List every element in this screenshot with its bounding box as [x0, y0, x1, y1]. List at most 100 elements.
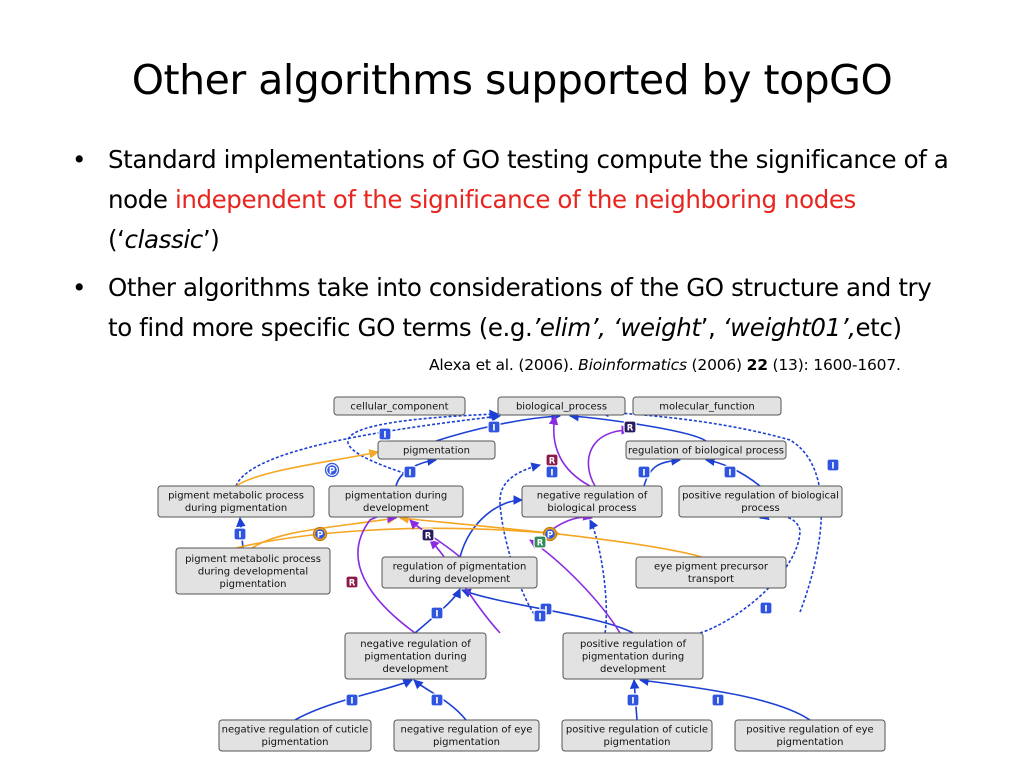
svg-text:I: I	[538, 612, 541, 622]
badge-independent: I	[711, 693, 725, 707]
go-term-label: positive regulation of biological	[682, 491, 839, 502]
edge-pospig-posbio	[699, 510, 801, 634]
go-term-label: eye pigment precursor	[654, 562, 769, 573]
bullet-list: • Standard implementations of GO testing…	[72, 140, 962, 348]
badge-independent: I	[430, 606, 444, 620]
badge-independent: I	[233, 527, 247, 541]
go-term-box	[175, 547, 331, 595]
slide-title: Other algorithms supported by topGO	[131, 56, 893, 104]
svg-text:I: I	[728, 468, 731, 478]
badge-independent: I	[430, 693, 444, 707]
go-term-label: development	[363, 503, 429, 514]
go-term-label: pigmentation	[403, 445, 470, 456]
go-term-box	[497, 396, 626, 416]
method-elim: elim	[539, 313, 591, 342]
go-term-label: molecular_function	[659, 401, 755, 412]
go-term-box	[521, 485, 663, 518]
badge-parent: P	[542, 526, 558, 542]
badge-regulation: R	[345, 575, 359, 589]
go-term-label: regulation of biological process	[628, 445, 784, 456]
go-term-label: cellular_component	[350, 401, 448, 412]
go-term-label: pigmentation	[220, 579, 287, 590]
bullet-2-quote-open: ’	[532, 313, 540, 342]
go-term-box	[377, 440, 496, 460]
edge-negbio-bp	[548, 415, 591, 487]
method-classic: classic	[124, 225, 204, 254]
go-term-label: pigmentation	[604, 737, 671, 748]
bullet-2-text: Other algorithms take into consideration…	[108, 273, 932, 342]
badge-independent: I	[637, 465, 651, 479]
citation-pages: (13): 1600-1607.	[767, 356, 901, 374]
svg-text:P: P	[547, 530, 553, 540]
badge-independent: I	[533, 609, 547, 623]
bullet-1-highlight: independent of the significance of the n…	[174, 185, 856, 214]
edge-pospig-negbio	[589, 519, 608, 634]
go-term-label: pigmentation during	[582, 651, 684, 662]
go-term-node-pos-cuticle: positive regulation of cuticlepigmentati…	[561, 719, 713, 752]
go-term-label: negative regulation of cuticle	[222, 725, 369, 736]
go-term-label: pigment metabolic process	[185, 554, 321, 565]
go-term-label: pigmentation	[433, 737, 500, 748]
go-term-node-cellular-component: cellular_component	[333, 396, 466, 416]
method-weight: weight	[620, 313, 701, 342]
edge-regbio-bp	[569, 411, 707, 442]
go-term-label: pigmentation during	[345, 491, 447, 502]
badge-parent: P	[312, 526, 328, 542]
svg-text:I: I	[831, 461, 834, 471]
citation-volume: 22	[746, 356, 768, 374]
badge-independent: I	[759, 601, 773, 615]
go-term-label: positive regulation of	[580, 639, 686, 650]
edge-negbio-regbio	[643, 456, 681, 487]
svg-text:I: I	[435, 609, 438, 619]
bullet-1-text: Standard implementations of GO testing c…	[108, 145, 949, 214]
go-term-box	[333, 396, 466, 416]
citation-authors: Alexa et al. (2006).	[429, 356, 579, 374]
node-layer: cellular_component biological_process mole…	[157, 396, 886, 752]
edge-negpig-negbio	[499, 462, 541, 623]
bullet-2-sep-2: ’,	[700, 313, 723, 342]
go-term-node-biological-process: biological_process	[497, 396, 626, 416]
svg-text:I: I	[383, 430, 386, 440]
go-term-node-pigmentation: pigmentation	[377, 440, 496, 460]
svg-text:I: I	[550, 468, 553, 478]
go-term-label: biological process	[547, 503, 636, 514]
badge-independent: I	[378, 427, 392, 441]
svg-text:R: R	[349, 578, 356, 588]
go-term-label: negative regulation of eye	[401, 725, 533, 736]
badge-independent: I	[403, 465, 417, 479]
edge-poseye-pospig	[639, 676, 811, 721]
go-term-label: pigmentation	[262, 737, 329, 748]
svg-text:I: I	[716, 696, 719, 706]
go-term-label: negative regulation of	[537, 491, 648, 502]
go-term-label: positive regulation of eye	[746, 725, 873, 736]
svg-text:I: I	[408, 468, 411, 478]
go-term-label: positive regulation of cuticle	[566, 725, 708, 736]
badge-regulation: R	[421, 528, 435, 542]
go-term-label: biological_process	[516, 401, 607, 412]
badge-regulation: R	[545, 453, 559, 467]
svg-text:R: R	[627, 423, 634, 433]
svg-text:I: I	[764, 604, 767, 614]
badge-independent: I	[545, 465, 559, 479]
go-term-label: during pigmentation	[185, 503, 287, 514]
svg-text:I: I	[435, 696, 438, 706]
go-term-box	[157, 485, 315, 518]
go-term-label: development	[600, 664, 666, 675]
bullet-symbol: •	[72, 273, 87, 302]
go-term-label: pigmentation during	[364, 651, 466, 662]
go-term-box	[328, 485, 464, 518]
badge-independent: I	[626, 693, 640, 707]
go-term-box	[561, 719, 713, 752]
svg-text:R: R	[425, 531, 432, 541]
go-term-box	[678, 485, 843, 518]
bullet-1-paren-close: ’)	[202, 225, 220, 254]
